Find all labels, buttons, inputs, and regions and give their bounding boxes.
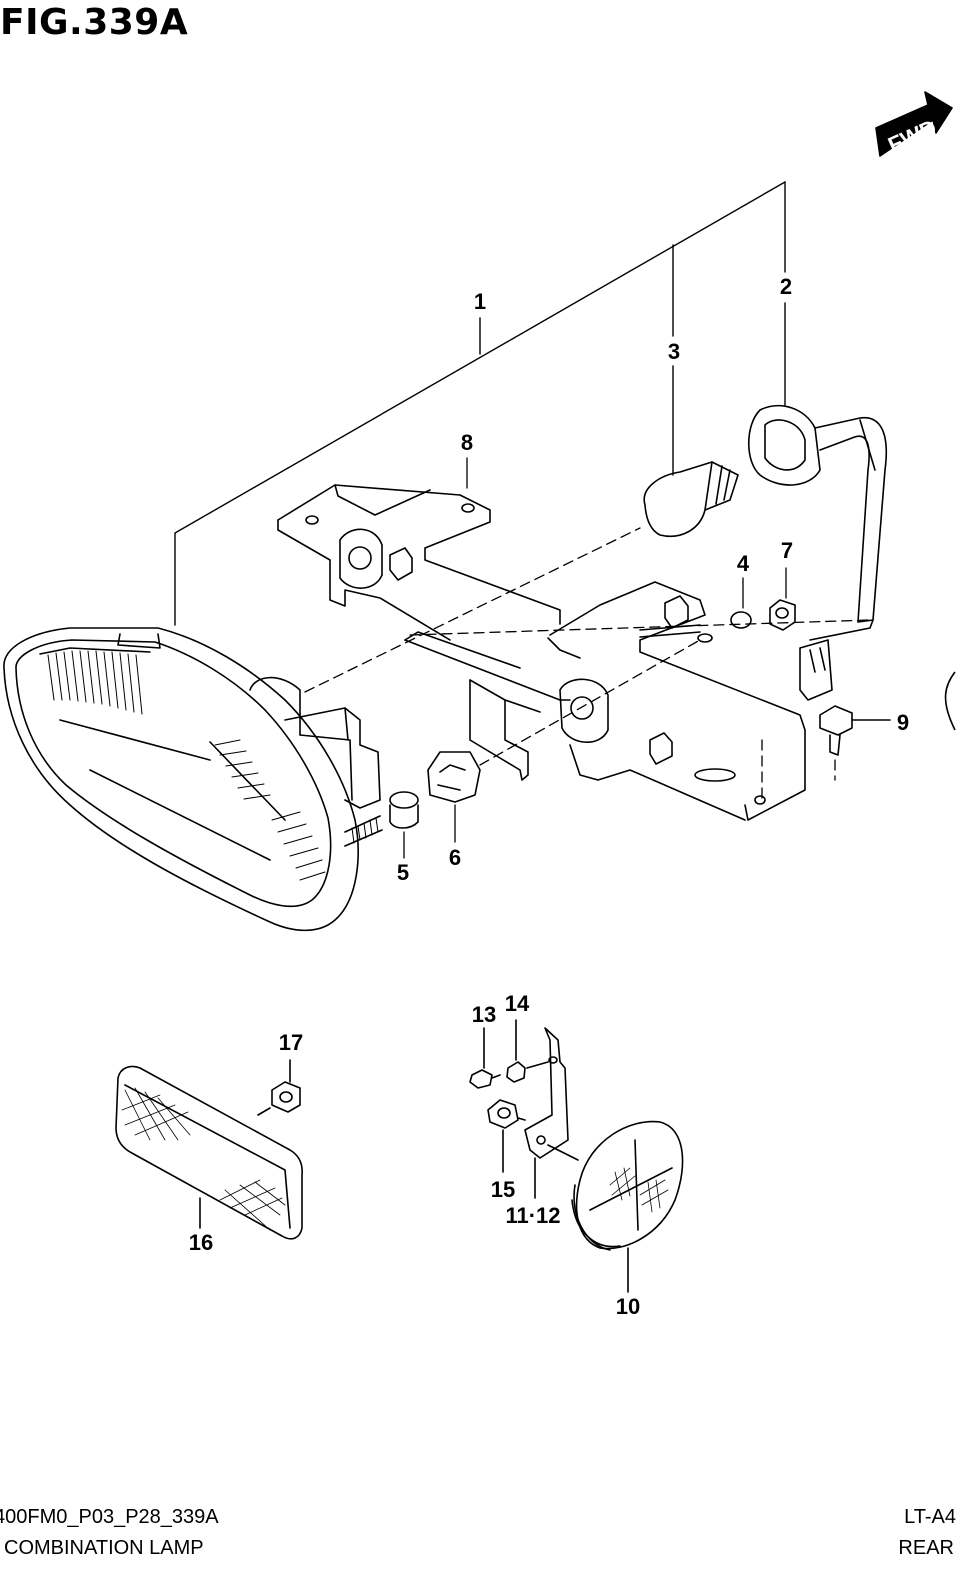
- callout-11-12: 11·12: [505, 1203, 560, 1228]
- adjacent-part-edge: [944, 671, 956, 731]
- side-reflector: [115, 1065, 303, 1240]
- figure-title: FIG.339A: [0, 2, 189, 43]
- damper-6: [427, 751, 481, 803]
- nut-7: [769, 599, 796, 631]
- bolt-9: [819, 705, 891, 756]
- collar-5: [389, 791, 419, 829]
- grommet-ring: [730, 611, 752, 629]
- callout-leaders: [403, 457, 787, 859]
- round-reflector: [571, 1120, 684, 1293]
- assembly-leader-lines: [174, 181, 786, 626]
- callout-14: 14: [505, 991, 530, 1016]
- nut-17: [257, 1059, 301, 1116]
- model-label: LT-A4: [904, 1506, 956, 1528]
- fwd-arrow-icon: [875, 91, 953, 157]
- bulb-socket-harness: [748, 404, 887, 701]
- callout-6: 6: [449, 845, 461, 870]
- callout-17: 17: [279, 1030, 303, 1055]
- callout-4: 4: [737, 551, 750, 576]
- callout-16: 16: [189, 1230, 213, 1255]
- callout-15: 15: [491, 1177, 515, 1202]
- drawing-description: COMBINATION LAMP: [4, 1537, 204, 1559]
- reflector-mount-hardware: [469, 1019, 579, 1199]
- bulb-icon: [643, 461, 739, 537]
- callout-10: 10: [616, 1294, 640, 1319]
- region-label: REAR: [898, 1537, 954, 1559]
- callout-7: 7: [781, 538, 793, 563]
- callout-13: 13: [472, 1002, 496, 1027]
- drawing-code: 400FM0_P03_P28_339A: [0, 1506, 219, 1528]
- callout-9: 9: [897, 710, 909, 735]
- callout-5: 5: [397, 860, 409, 885]
- callout-1: 1: [474, 289, 486, 314]
- lamp-housing: [3, 627, 383, 932]
- lamp-bracket: [277, 484, 806, 821]
- callout-2: 2: [780, 274, 792, 299]
- callout-3: 3: [668, 339, 680, 364]
- callout-8: 8: [461, 430, 473, 455]
